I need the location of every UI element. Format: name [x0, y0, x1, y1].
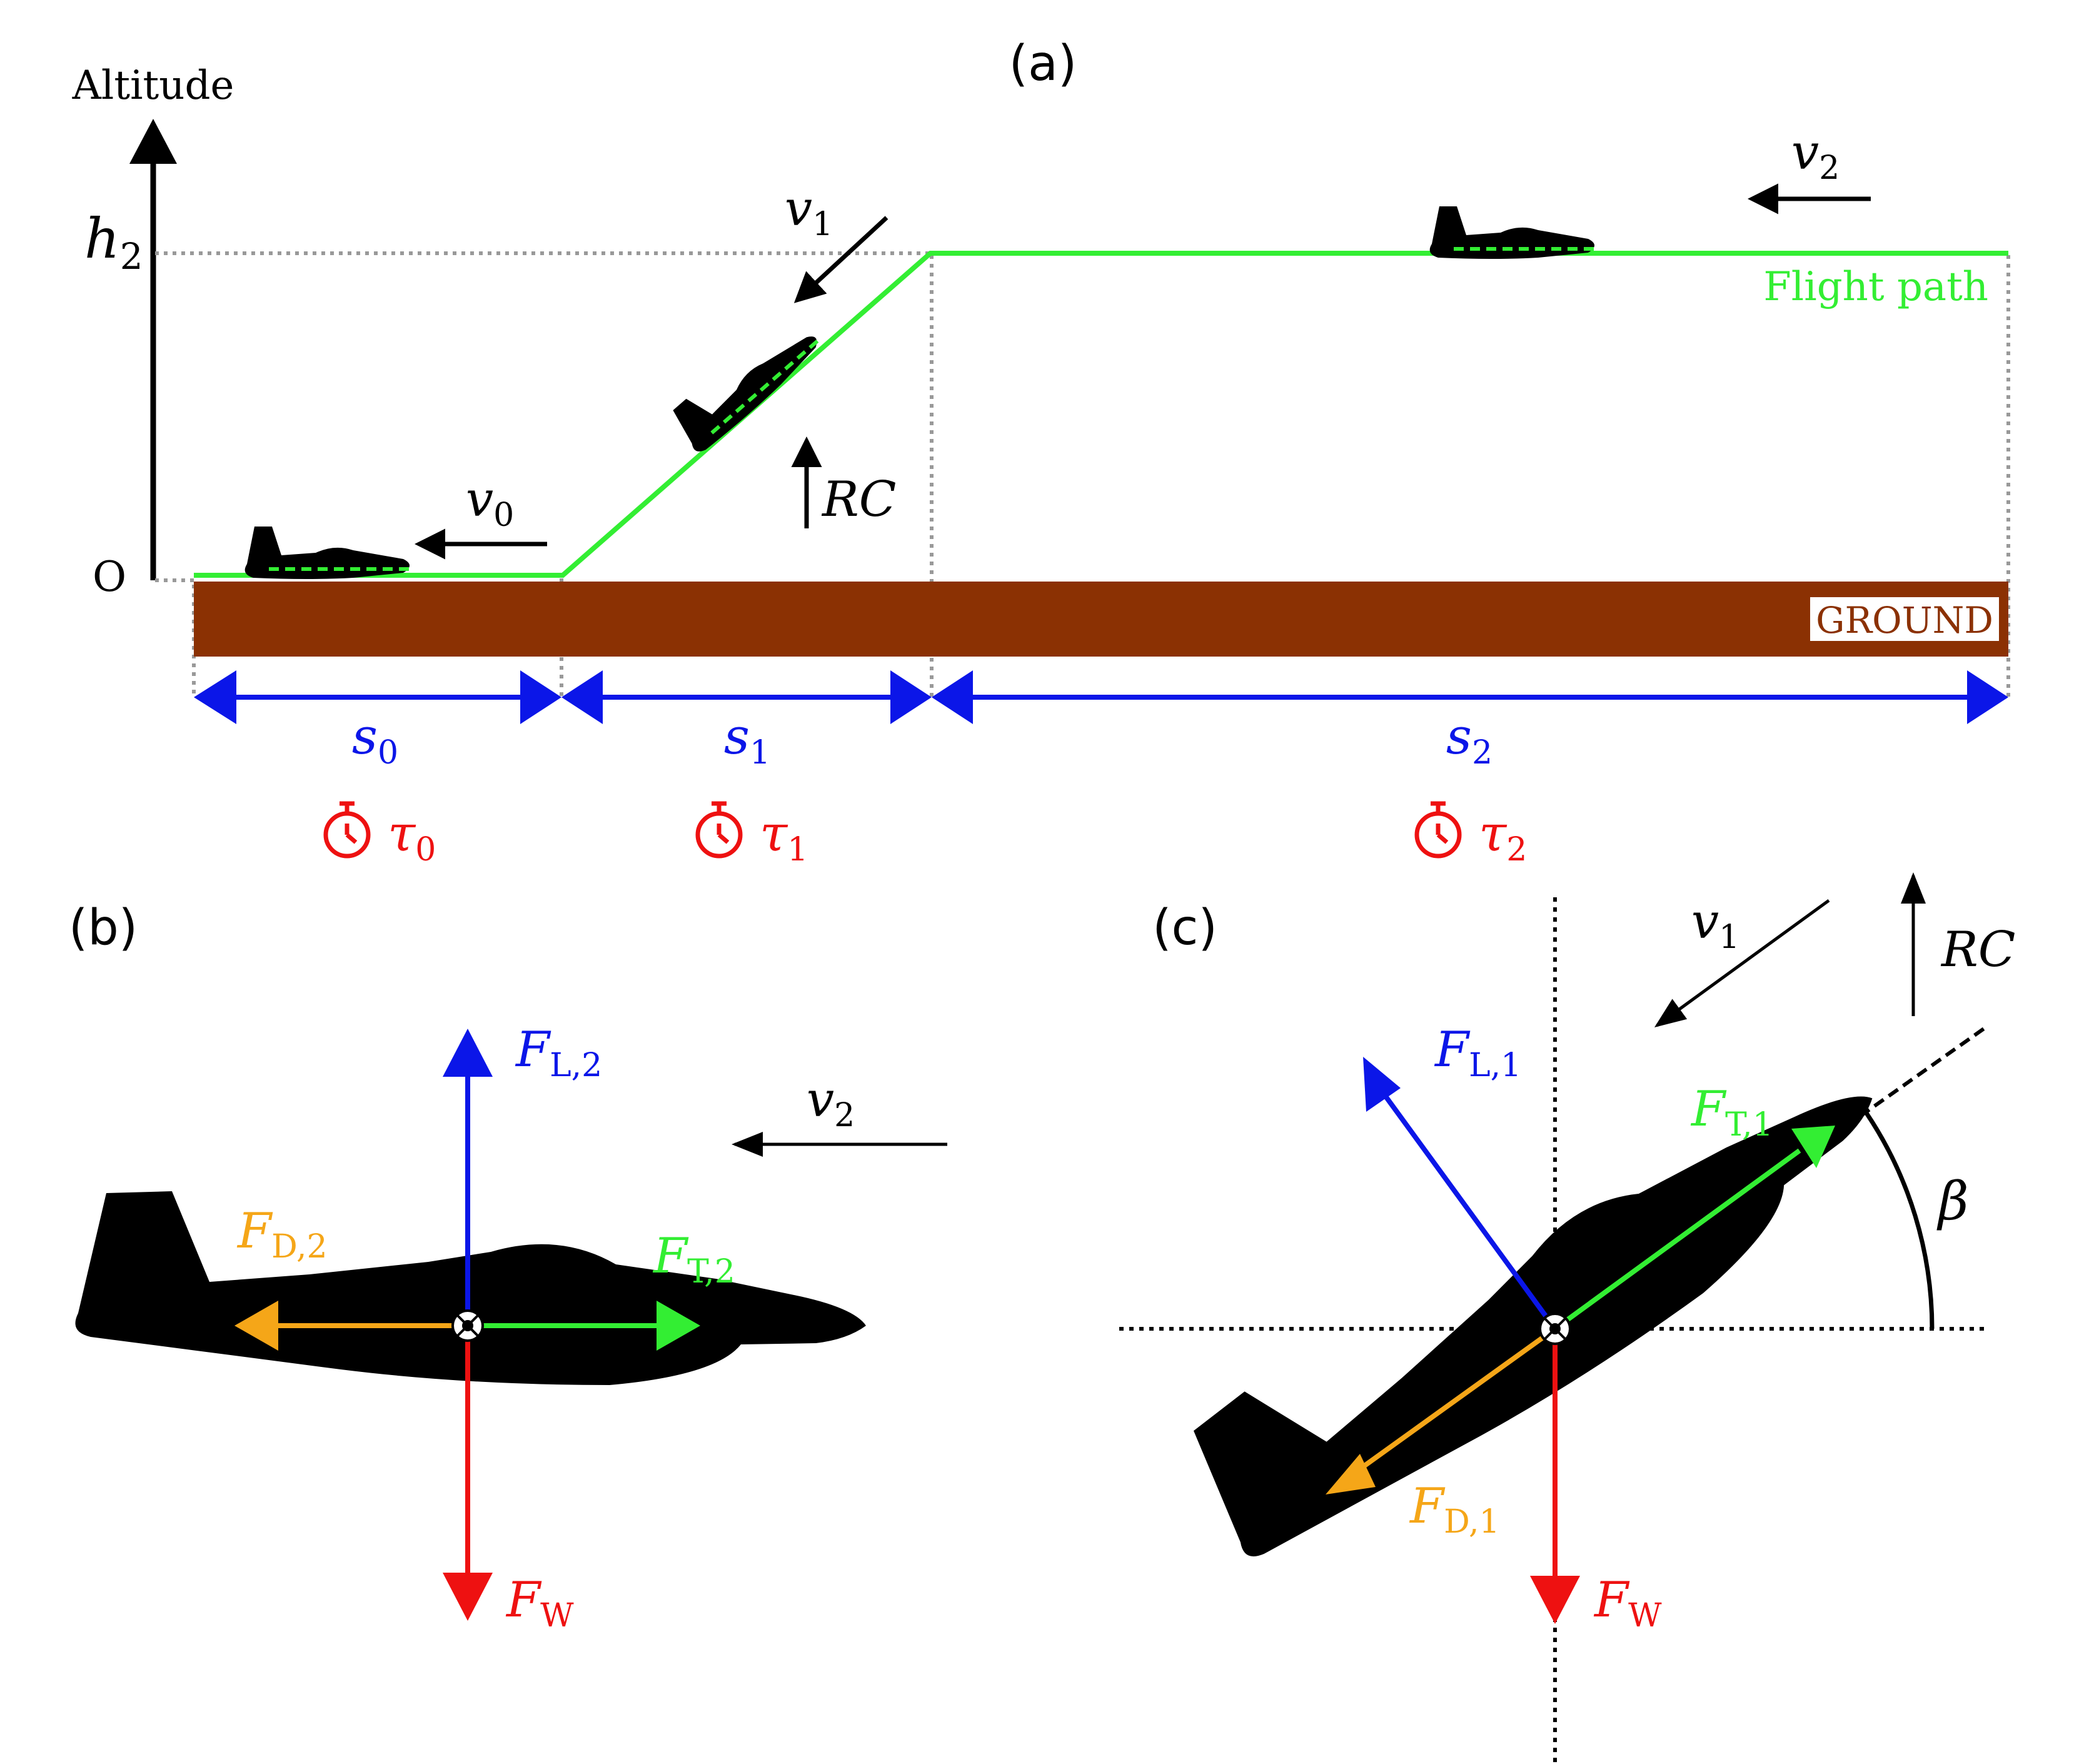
v1-label: v1 [785, 181, 833, 243]
weight-label-b: FW [505, 1572, 574, 1635]
panel-c-label: (c) [1152, 900, 1217, 956]
rc-label-a: RC [821, 471, 896, 528]
ground-band [194, 582, 2008, 657]
lift-label-b: FL,2 [515, 1022, 602, 1084]
panel-a-label: (a) [1009, 36, 1077, 92]
stopwatch-icon [323, 801, 371, 859]
h2-tick-label: h2 [84, 206, 143, 278]
stopwatch-icon [695, 801, 743, 859]
drag-arrowhead-c [1326, 1454, 1376, 1494]
segment-s0-label: s0 [352, 707, 398, 772]
plane-cruise [1429, 206, 1594, 259]
ground-label-box [1810, 597, 1999, 641]
lift-label-c: FL,1 [1434, 1022, 1521, 1084]
thrust-arrowhead-c [1791, 1126, 1835, 1168]
origin-tick-label: O [93, 553, 126, 601]
v1-arrow [793, 216, 888, 303]
altitude-axis-arrowhead [129, 119, 177, 164]
timer-tau0-label: τ0 [388, 804, 436, 869]
timer-tau1-label: τ1 [760, 804, 808, 869]
flight-path-label: Flight path [1763, 264, 1988, 310]
drag-vector-c [1349, 1326, 1557, 1478]
lift-arrowhead-b [443, 1029, 493, 1077]
v0-label: v0 [466, 471, 514, 534]
thrust-label-b: FT,2 [652, 1228, 735, 1291]
thrust-vector-c [1553, 1148, 1801, 1331]
body-axis-extension [1859, 1024, 1990, 1118]
center-of-gravity-icon [451, 1309, 484, 1342]
thrust-arrowhead-b [657, 1301, 700, 1351]
segment-s2-label: s2 [1446, 707, 1493, 772]
plane-climbing [1168, 991, 1907, 1601]
v2-label-b: v2 [807, 1072, 855, 1134]
ground-label: GROUND [1816, 599, 1993, 642]
v1-label-c: v1 [1691, 894, 1739, 956]
plane-level-flight [75, 1191, 866, 1385]
altitude-axis-label: Altitude [72, 63, 234, 109]
panel-b-label: (b) [69, 900, 138, 956]
plane-ground-roll [244, 527, 410, 579]
beta-angle-arc [1865, 1112, 1935, 1329]
lift-arrowhead-c [1363, 1057, 1401, 1112]
weight-arrowhead-b [443, 1573, 493, 1621]
timer-tau2-label: τ2 [1479, 804, 1527, 869]
plane-climb [665, 308, 825, 456]
v1-arrow-c [1654, 899, 1830, 1027]
thrust-label-c: FT,1 [1690, 1081, 1773, 1144]
segment-s1-label: s1 [724, 707, 770, 772]
drag-label-c: FD,1 [1409, 1478, 1500, 1541]
drag-label-b: FD,2 [236, 1203, 328, 1266]
center-of-gravity-icon [1539, 1313, 1571, 1345]
weight-label-c: FW [1593, 1572, 1662, 1635]
stopwatch-icon [1414, 801, 1462, 859]
rc-label-c: RC [1940, 922, 2015, 978]
segment-arrows [194, 670, 2008, 724]
drag-arrowhead-b [234, 1301, 278, 1351]
lift-vector-c [1379, 1089, 1558, 1331]
weight-arrowhead-c [1530, 1576, 1580, 1624]
beta-label: β [1936, 1171, 1969, 1232]
v2-label: v2 [1791, 124, 1840, 187]
